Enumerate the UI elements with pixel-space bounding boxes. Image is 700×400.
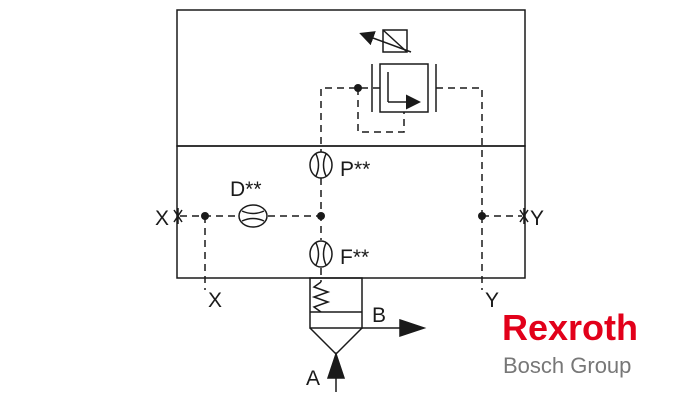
label-a: A [306,367,320,390]
rexroth-logo: Rexroth Bosch Group [502,307,638,378]
pilot-valve [359,29,437,113]
junction-y [478,212,486,220]
label-p: P** [340,158,370,181]
label-f: F** [340,246,369,269]
poppet-cone [309,327,363,356]
cartridge-body [309,277,363,329]
label-x-left: X [155,207,169,230]
pilot-line-right [436,87,483,216]
label-y-right: Y [530,207,544,230]
pilot-lines [180,87,522,290]
port-x-mark [173,208,183,224]
label-b: B [372,304,386,327]
port-markers [173,208,529,224]
cartridge-valve [309,277,427,392]
label-y-bottom: Y [485,289,499,312]
junction-x [201,212,209,220]
upper-housing [176,9,526,147]
pilot-drain [357,88,405,133]
orifice-f [309,240,333,268]
valve-body [379,63,429,113]
logo-sub: Bosch Group [503,353,631,378]
junctions [201,84,486,220]
label-x-bottom: X [208,289,222,312]
orifices [238,151,333,268]
junction-center [317,212,325,220]
orifice-d [238,204,268,228]
logo-brand: Rexroth [502,307,638,348]
port-b-arrow-icon [399,318,427,338]
orifice-p [309,151,333,179]
port-a-arrow-icon [326,351,346,379]
junction-pilot [354,84,362,92]
variable-arrow-icon [359,31,412,53]
label-d: D** [230,178,262,201]
port-y-mark [519,208,529,224]
pilot-line-left [320,87,380,152]
spring-icon [311,281,331,313]
